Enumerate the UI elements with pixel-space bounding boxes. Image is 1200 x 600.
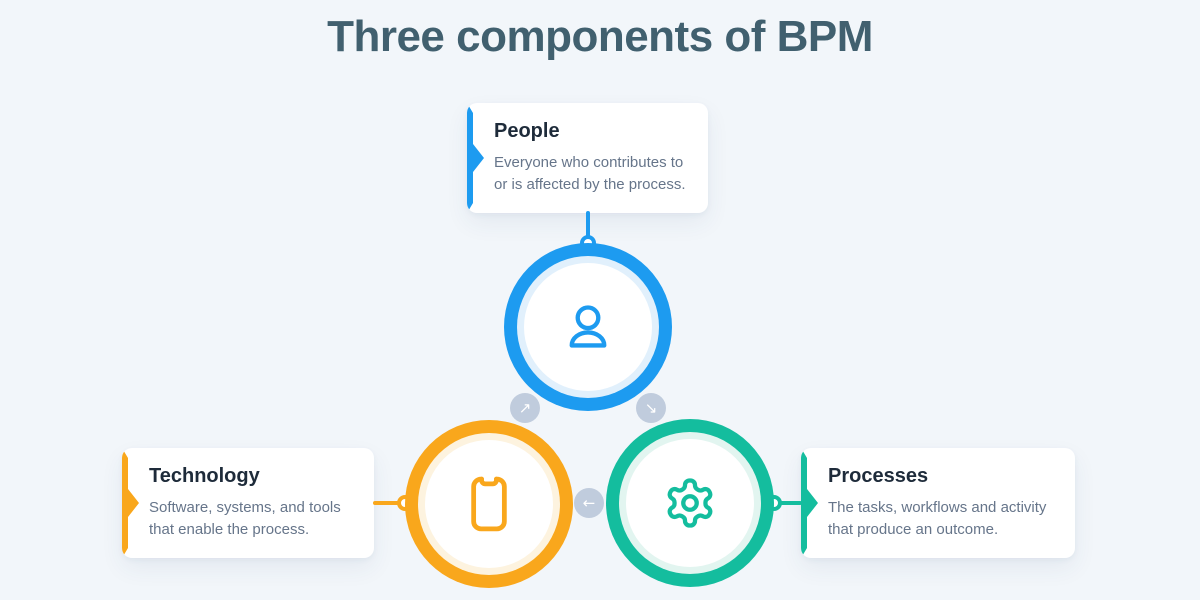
card-accent-arrow xyxy=(801,448,818,558)
page-title: Three components of BPM xyxy=(327,12,873,61)
card-accent-arrow xyxy=(122,448,139,558)
person-icon xyxy=(569,305,607,348)
arrow-down-right-icon: ↘ xyxy=(636,393,666,423)
circle-processes-core xyxy=(626,439,754,567)
card-processes: Processes The tasks, workflows and activ… xyxy=(801,448,1075,558)
circle-people xyxy=(504,243,672,411)
connector-line-processes xyxy=(779,501,802,505)
card-processes-title: Processes xyxy=(828,465,929,487)
circle-people-core xyxy=(524,263,652,391)
card-technology-title: Technology xyxy=(149,465,260,487)
card-people-description: Everyone who contributes to or is affect… xyxy=(494,154,686,193)
card-accent-arrow xyxy=(467,103,484,213)
gear-icon xyxy=(667,478,713,528)
card-people: People Everyone who contributes to or is… xyxy=(467,103,708,213)
arrow-left-icon: ← xyxy=(574,488,604,518)
connector-line-people xyxy=(586,211,590,239)
arrow-up-right-icon: ↗ xyxy=(510,393,540,423)
card-processes-description: The tasks, workflows and activity that p… xyxy=(828,499,1047,538)
smartphone-icon xyxy=(471,476,507,532)
card-technology: Technology Software, systems, and tools … xyxy=(122,448,374,558)
card-people-title: People xyxy=(494,120,560,142)
circle-processes xyxy=(606,419,774,587)
connector-line-technology xyxy=(373,501,400,505)
circle-technology xyxy=(405,420,573,588)
circle-technology-core xyxy=(425,440,553,568)
card-technology-description: Software, systems, and tools that enable… xyxy=(149,499,341,538)
